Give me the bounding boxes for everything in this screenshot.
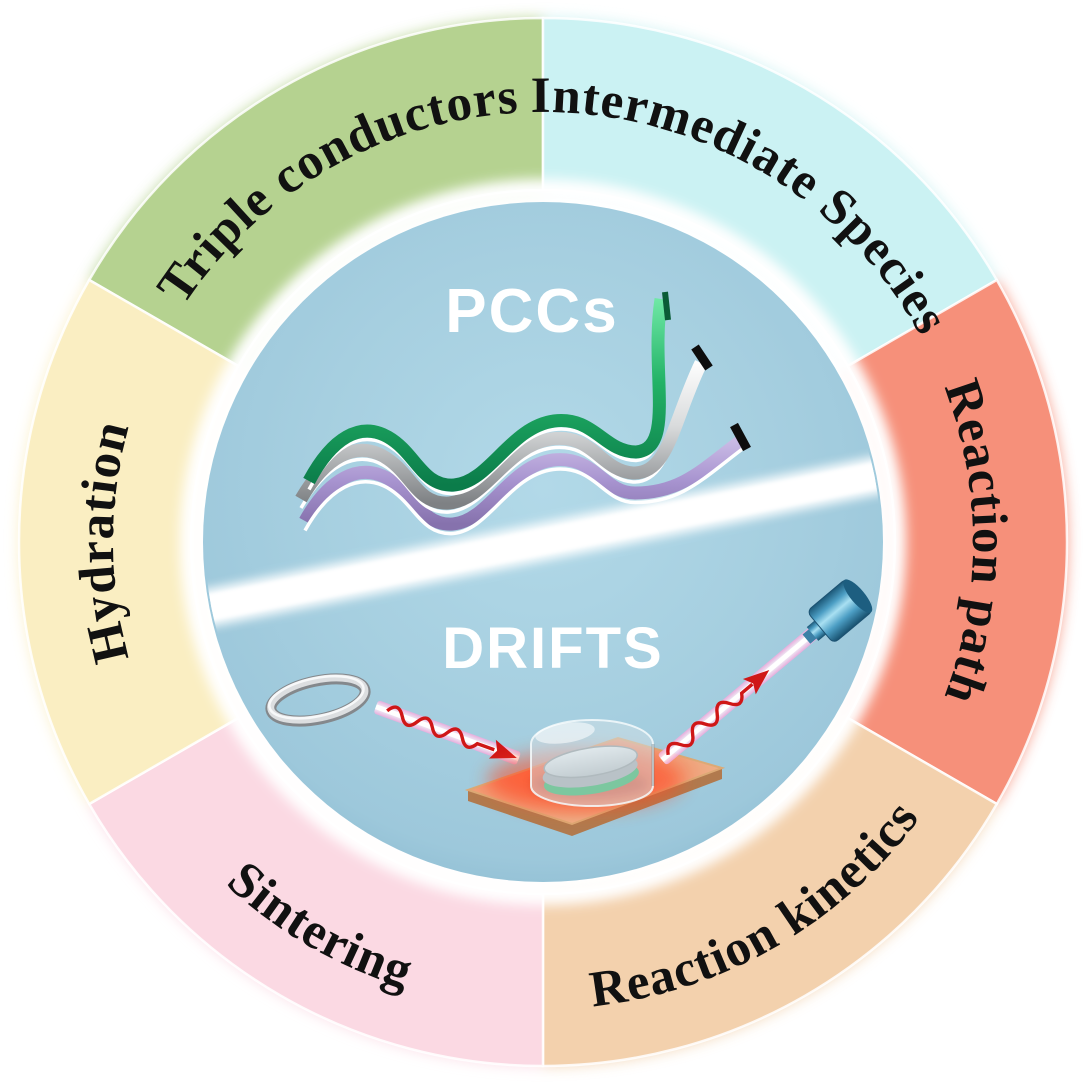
conductivity-ribbons-illustration [295, 291, 751, 536]
incoming-ir-beam [374, 700, 521, 765]
silver-ribbon-tip [691, 344, 713, 371]
pccs-label: PCCs [445, 277, 618, 346]
ir-source-ring-icon [265, 673, 371, 727]
outgoing-ir-beam [658, 627, 819, 765]
detector-icon [802, 579, 873, 644]
drifts-illustration [265, 579, 873, 836]
drifts-label: DRIFTS [442, 616, 663, 681]
outgoing-wave [666, 682, 754, 756]
green-ribbon [303, 291, 671, 496]
glass-dome [530, 719, 655, 807]
inner-halo [180, 179, 906, 905]
outgoing-arrowhead-icon [742, 670, 770, 695]
incoming-arrowhead-icon [488, 739, 517, 759]
incoming-wave [386, 705, 495, 752]
silver-ribbon [295, 344, 713, 514]
center-divider [205, 452, 881, 631]
purple-ribbon [299, 422, 751, 536]
green-ribbon-tip [662, 291, 671, 321]
purple-ribbon-tip [730, 422, 751, 452]
